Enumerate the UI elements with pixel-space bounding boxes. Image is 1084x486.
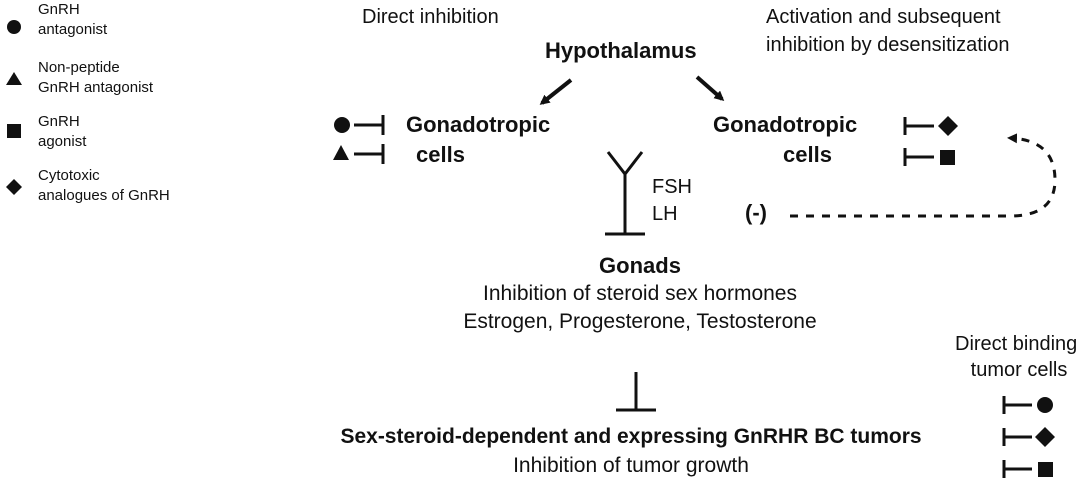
fsh-label: FSH bbox=[652, 176, 692, 198]
activation-label: Activation and subsequent inhibition by … bbox=[766, 6, 1010, 56]
gonads-title: Gonads bbox=[599, 253, 681, 278]
tumor-circle-icon bbox=[1037, 397, 1053, 413]
arrow-left-hypothalamus bbox=[539, 78, 573, 105]
gonadotropic-cells-right: Gonadotropic cells bbox=[713, 112, 858, 167]
legend-diamond-icon bbox=[6, 179, 22, 195]
negative-feedback-label: (-) bbox=[745, 200, 767, 225]
direct-inhibition-label: Direct inhibition bbox=[362, 6, 499, 28]
legend-item-diamond: Cytotoxic analogues of GnRH bbox=[38, 167, 170, 204]
tumor-square-icon bbox=[1038, 462, 1053, 477]
gonads-block: Gonads Inhibition of steroid sex hormone… bbox=[420, 253, 860, 334]
left-triangle-icon bbox=[333, 145, 349, 160]
tumor-growth-text: Inhibition of tumor growth bbox=[513, 454, 749, 478]
right-diamond-icon bbox=[938, 116, 958, 136]
lh-label: LH bbox=[652, 203, 678, 225]
legend-triangle-icon bbox=[6, 72, 22, 85]
hypothalamus-label: Hypothalamus bbox=[545, 38, 697, 63]
tumors-block: Sex-steroid-dependent and expressing GnR… bbox=[266, 424, 996, 478]
legend-circle-icon bbox=[7, 20, 21, 34]
gonads-inhibition-text: Inhibition of steroid sex hormones bbox=[482, 282, 797, 306]
legend-item-triangle: Non-peptide GnRH antagonist bbox=[38, 59, 154, 96]
tumor-diamond-icon bbox=[1035, 427, 1055, 447]
gonads-hormones-text: Estrogen, Progesterone, Testosterone bbox=[463, 309, 817, 333]
direct-binding-label: Direct binding in tumor cells bbox=[955, 333, 1084, 381]
arrow-right-hypothalamus bbox=[695, 75, 725, 101]
left-circle-icon bbox=[334, 117, 350, 133]
legend-item-square: GnRH agonist bbox=[38, 113, 87, 150]
gonadotropic-cells-left: Gonadotropic cells bbox=[406, 112, 551, 167]
receptor-y-icon bbox=[606, 151, 644, 177]
legend-item-circle: GnRH antagonist bbox=[38, 1, 108, 38]
tumors-title: Sex-steroid-dependent and expressing GnR… bbox=[340, 425, 922, 448]
right-square-icon bbox=[940, 150, 955, 165]
legend-square-icon bbox=[7, 124, 21, 138]
